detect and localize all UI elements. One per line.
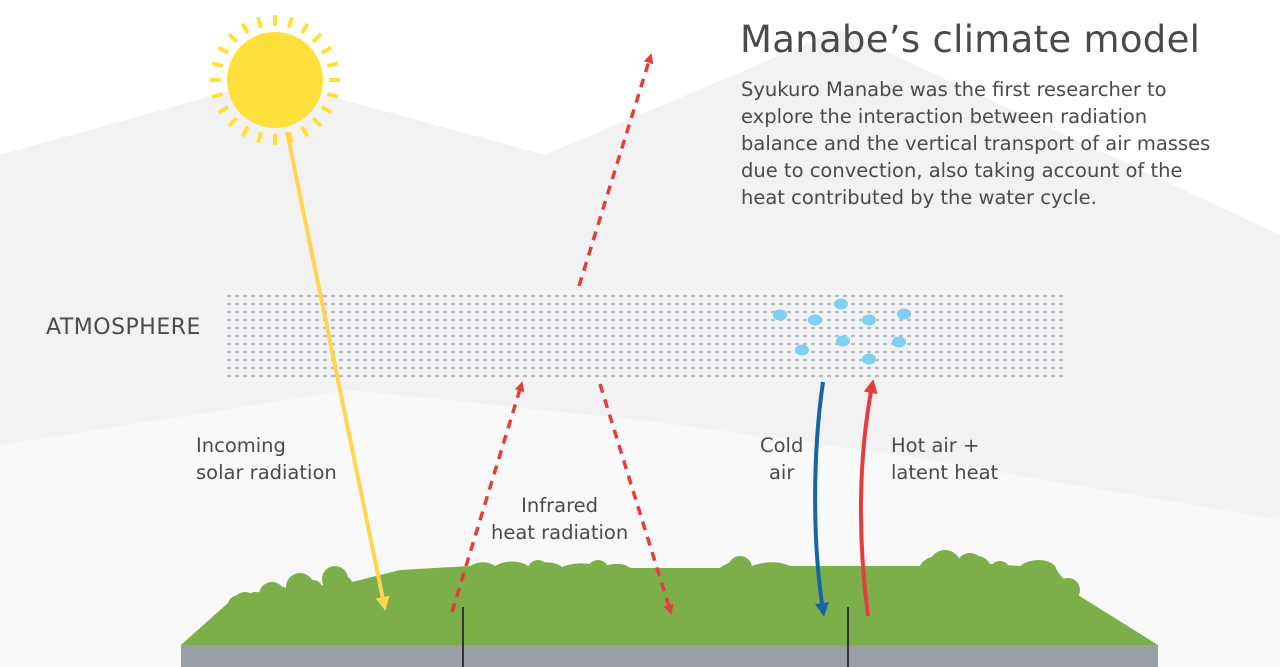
ground-base bbox=[181, 645, 1158, 667]
sun-ray bbox=[311, 116, 323, 128]
sun-ray bbox=[320, 45, 333, 55]
sun-ray bbox=[217, 45, 230, 55]
infrared-back-radiation-arrow bbox=[598, 383, 674, 615]
sun-ray bbox=[227, 116, 239, 128]
hot-label-line1: Hot air + bbox=[891, 434, 980, 457]
water-droplet bbox=[892, 336, 906, 348]
incoming-solar-radiation-label: Incoming solar radiation bbox=[196, 432, 337, 486]
water-droplets bbox=[773, 298, 911, 365]
water-droplet bbox=[897, 308, 911, 320]
hot-air-latent-heat-label: Hot air + latent heat bbox=[891, 432, 998, 486]
water-droplet bbox=[836, 335, 850, 347]
diagram-title: Manabe’s climate model bbox=[740, 18, 1201, 61]
cold-air-arrow bbox=[813, 381, 829, 617]
atmosphere-band bbox=[227, 294, 1063, 378]
atmosphere-label: ATMOSPHERE bbox=[46, 315, 201, 340]
water-droplet bbox=[808, 314, 822, 326]
diagram-description: Syukuro Manabe was the first researcher … bbox=[741, 78, 1211, 209]
water-droplet bbox=[834, 298, 848, 310]
infrared-escape-arrow bbox=[577, 53, 654, 287]
sun-ray bbox=[300, 125, 310, 138]
sun-ray bbox=[326, 92, 339, 99]
grass-bushes bbox=[233, 550, 1080, 616]
infrared-up-arrow bbox=[450, 381, 525, 613]
sun-ray bbox=[211, 92, 224, 99]
grass-surface bbox=[181, 555, 1158, 645]
water-droplet bbox=[795, 344, 809, 356]
sun-ray bbox=[287, 131, 294, 144]
sun-ray bbox=[217, 105, 230, 115]
sun-ray bbox=[256, 16, 263, 29]
infrared-label-line2: heat radiation bbox=[491, 521, 629, 544]
sun-ray bbox=[326, 61, 339, 68]
sun-ray bbox=[287, 16, 294, 29]
water-droplet bbox=[862, 353, 876, 365]
cold-label-line1: Cold bbox=[760, 434, 804, 457]
sun-ray bbox=[256, 131, 263, 144]
hot-air-arrow bbox=[858, 379, 878, 617]
cold-label-line2: air bbox=[768, 461, 795, 484]
water-droplet bbox=[862, 314, 876, 326]
solar-radiation-arrow bbox=[285, 131, 390, 611]
water-droplet bbox=[773, 309, 787, 321]
sun-icon bbox=[210, 15, 340, 145]
sun-ray bbox=[300, 22, 310, 35]
sun-ray bbox=[240, 125, 250, 138]
infrared-heat-radiation-label: Infrared heat radiation bbox=[491, 492, 628, 546]
sun-ray bbox=[320, 105, 333, 115]
hot-label-line2: latent heat bbox=[891, 461, 999, 484]
sun-ray bbox=[240, 22, 250, 35]
cold-air-label: Cold air bbox=[760, 432, 803, 486]
incoming-label-line1: Incoming bbox=[196, 434, 286, 457]
infrared-label-line1: Infrared bbox=[521, 494, 599, 517]
incoming-label-line2: solar radiation bbox=[196, 461, 337, 484]
sun-ray bbox=[311, 32, 323, 44]
sun-ray bbox=[211, 61, 224, 68]
sun-ray bbox=[227, 32, 239, 44]
